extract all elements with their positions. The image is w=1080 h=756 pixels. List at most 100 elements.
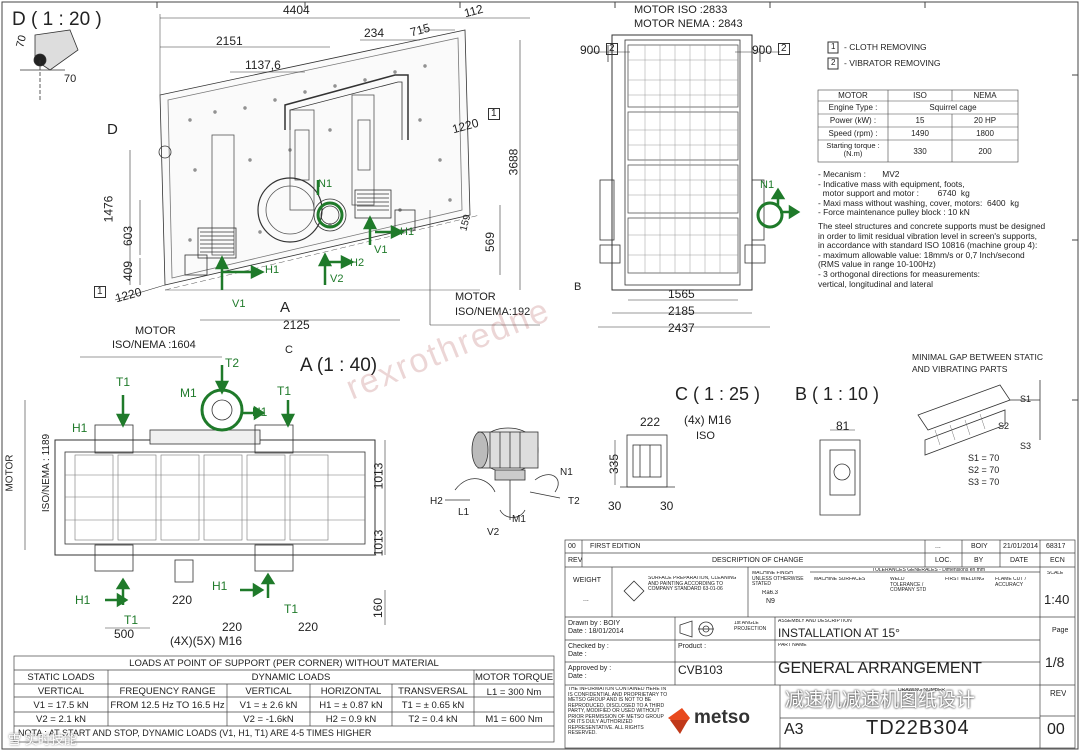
- detail-c-view: [614, 434, 675, 488]
- finish-label: MACHINE FINISH UNLESS OTHERWISE STATED: [752, 571, 804, 587]
- iso-label: ISO: [696, 430, 715, 442]
- dim: 335: [607, 453, 622, 475]
- rev-header: BY: [974, 557, 984, 564]
- loads-header: HORIZONTAL: [320, 686, 382, 697]
- loads-cell: T1 = ± 0.65 kN: [401, 700, 465, 711]
- plan-view: [24, 356, 386, 629]
- side-view-forces: [214, 180, 405, 290]
- dim: 1137,6: [245, 58, 281, 72]
- motor-table-grid: [817, 89, 1019, 163]
- note-line: - 3 orthogonal directions for measuremen…: [818, 268, 980, 279]
- rev-header: REV: [568, 557, 583, 564]
- motor-iso-label: MOTOR ISO :2833: [634, 4, 728, 16]
- dim: 900: [752, 43, 773, 57]
- note-line: vertical, longitudinal and lateral: [818, 278, 933, 289]
- note-line: - Indicative mass with equipment, foots,: [818, 178, 965, 189]
- force-label: T2: [568, 496, 580, 507]
- loads-dynamic: DYNAMIC LOADS: [251, 672, 331, 683]
- note-line: (RMS value in range 10-100Hz): [818, 259, 936, 270]
- force-label: H1: [265, 264, 280, 276]
- force-label: T2: [225, 356, 240, 370]
- rev-date: 21/01/2014: [1003, 543, 1039, 550]
- detail-b-title: B ( 1 : 10 ): [795, 384, 880, 404]
- dim: 569: [483, 231, 498, 253]
- force-label: H2: [350, 257, 365, 269]
- dim: 30: [660, 499, 674, 513]
- tol-col: FLAME CUT / ACCURACY: [995, 577, 1027, 588]
- drawing-no-label: DRAWING NUMBER: [898, 688, 946, 693]
- legend-num: 2: [831, 58, 836, 67]
- force-label: T1: [284, 602, 299, 616]
- gap-label: S2: [998, 421, 1010, 431]
- plan-view-forces: [105, 365, 296, 608]
- dim: 1013: [371, 529, 386, 557]
- dim: 30: [608, 499, 622, 513]
- loads-table-grid: [13, 655, 555, 743]
- legend-num: 1: [831, 42, 836, 51]
- loads-header: FREQUENCY RANGE: [119, 686, 216, 697]
- dim: 3688: [506, 148, 521, 176]
- rev-header: LOC.: [935, 557, 952, 564]
- rev-label: REV: [1050, 690, 1067, 698]
- loads-header: VERTICAL: [245, 686, 292, 697]
- product-label: Product :: [678, 643, 707, 650]
- force-label: V2: [487, 527, 500, 538]
- gap-value: S2 = 70: [968, 465, 1000, 475]
- tol-col: FIRST WELDING: [945, 577, 985, 582]
- tolerances-label: TOLERANCES GENERALES - Dimensions en mm: [872, 568, 985, 573]
- force-label: V1: [232, 298, 246, 310]
- boxed-ref: 1: [94, 286, 106, 298]
- motor-table-cell: 1490: [911, 129, 929, 138]
- loads-cell: L1 = 300 Nm: [486, 687, 542, 698]
- gap-detail-view: [917, 380, 1041, 456]
- detail-a-title: A (1 : 40): [300, 355, 378, 376]
- marker-d: D: [107, 121, 118, 138]
- force-label: T1: [124, 613, 139, 627]
- dim: 2185: [668, 304, 695, 318]
- force-label: N1: [760, 179, 775, 191]
- loads-header: TRANSVERSAL: [398, 686, 468, 697]
- assembly-label: ASSEMBLY AND DESCRIPTION: [778, 619, 852, 624]
- force-label: H2: [430, 496, 443, 507]
- part-label: PART NAME: [778, 643, 807, 648]
- dim: 603: [121, 225, 136, 247]
- dim: 220: [298, 620, 319, 634]
- loads-cell: V1 = 17.5 kN: [33, 700, 89, 711]
- loads-cell: V1 = ± 2.6 kN: [239, 700, 298, 711]
- boxed-ref: 2: [778, 43, 790, 55]
- loads-cell: V2 = 2.1 kN: [36, 714, 86, 725]
- force-label: L1: [458, 507, 470, 518]
- loads-cell: H2 = 0.9 kN: [325, 714, 377, 725]
- tol-col: MACHINE SURFACES: [814, 577, 866, 582]
- boxed-ref: 1: [488, 108, 500, 120]
- motor-table-header: MOTOR: [838, 91, 868, 100]
- motor-table-header: NEMA: [973, 91, 997, 100]
- end-view: [590, 34, 783, 328]
- force-label: M1: [180, 386, 197, 400]
- loads-cell: FROM 12.5 Hz TO 16.5 Hz: [110, 700, 225, 711]
- marker-c: C: [285, 344, 293, 356]
- end-view-forces: [756, 187, 801, 229]
- bolt-note: (4X)(5X) M16: [170, 634, 243, 648]
- motor-table-cell: Engine Type :: [828, 103, 878, 112]
- scale-value: 1:40: [1044, 592, 1070, 607]
- loads-title: LOADS AT POINT OF SUPPORT (PER CORNER) W…: [129, 658, 439, 669]
- title-block-grid: [564, 539, 1076, 749]
- force-label: V2: [330, 273, 344, 285]
- rev-header: DATE: [1010, 557, 1029, 564]
- force-label: V1: [374, 244, 388, 256]
- dim: 81: [836, 419, 850, 433]
- marker-a: A: [280, 299, 291, 316]
- loads-static: STATIC LOADS: [27, 672, 95, 683]
- motor-label: MOTOR: [135, 325, 176, 337]
- force-label: T1: [277, 384, 292, 398]
- drawn-by: Drawn by : BOIY: [568, 620, 621, 627]
- dim: 4404: [283, 3, 310, 17]
- dim: 222: [640, 415, 661, 429]
- force-label: T1: [116, 375, 131, 389]
- motor-table-header: ISO: [913, 91, 927, 100]
- dim: 220: [222, 620, 243, 634]
- dim: 70: [64, 73, 77, 85]
- notes-block: - Mecanism : MV2 - Indicative mass with …: [818, 169, 1053, 289]
